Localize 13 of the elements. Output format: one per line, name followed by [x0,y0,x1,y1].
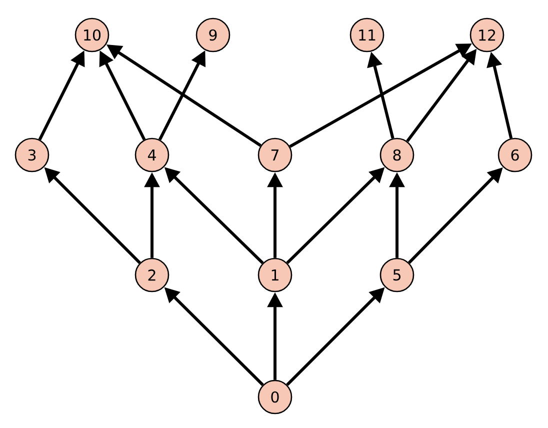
graph-vertex: 0 [258,380,292,414]
graph-vertex: 2 [134,258,170,292]
graph-vertex: 4 [134,138,170,172]
graph-vertex: 5 [380,258,414,292]
graph-vertex: 12 [470,18,504,52]
graph-vertex: 10 [74,18,110,52]
graph-vertex: 7 [258,138,292,172]
graph-vertex: 3 [14,138,50,172]
graph-vertex: 9 [196,18,230,52]
graph-vertex: 8 [380,138,414,172]
graph-vertex: 11 [350,18,384,52]
graph-vertex: 1 [258,258,292,292]
graph-vertex: 6 [498,138,532,172]
